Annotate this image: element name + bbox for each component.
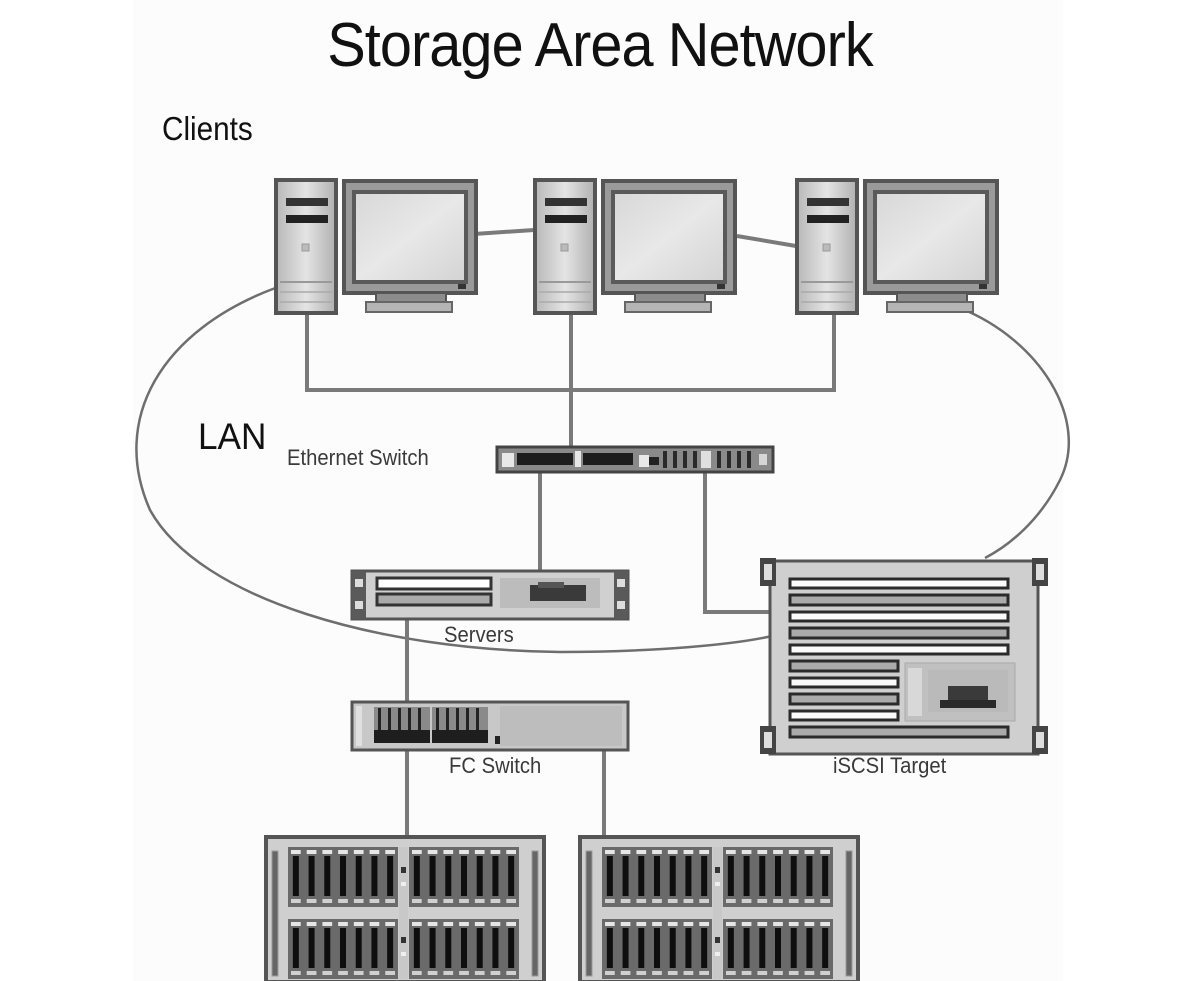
link-client2-client3: [736, 234, 797, 248]
lan-boundary-right: [959, 306, 1071, 560]
connections: [305, 228, 836, 837]
ethernet-switch-device[interactable]: [495, 445, 775, 474]
client-workstation-2[interactable]: [533, 178, 737, 315]
link-ethswitch-iscsi: [703, 471, 778, 614]
lan-boundary: [135, 285, 781, 654]
ethernet-switch-label: Ethernet Switch: [287, 445, 429, 470]
diagram-background: [133, 0, 1063, 981]
lan-label: LAN: [198, 416, 267, 457]
fc-switch-device[interactable]: [350, 700, 630, 752]
disk-array-2[interactable]: [578, 835, 860, 981]
diagram-title: Storage Area Network: [327, 11, 873, 80]
client-workstation-1[interactable]: [274, 178, 478, 315]
disk-array-1[interactable]: [264, 835, 546, 981]
clients-label: Clients: [162, 110, 253, 147]
iscsi-target-label: iSCSI Target: [833, 753, 947, 778]
link-client1-client2: [473, 228, 535, 236]
fc-switch-label: FC Switch: [449, 753, 542, 778]
iscsi-target-device[interactable]: [760, 558, 1048, 756]
servers-label: Servers: [444, 622, 514, 647]
servers-device[interactable]: [350, 569, 630, 621]
client-workstation-3[interactable]: [795, 178, 999, 315]
